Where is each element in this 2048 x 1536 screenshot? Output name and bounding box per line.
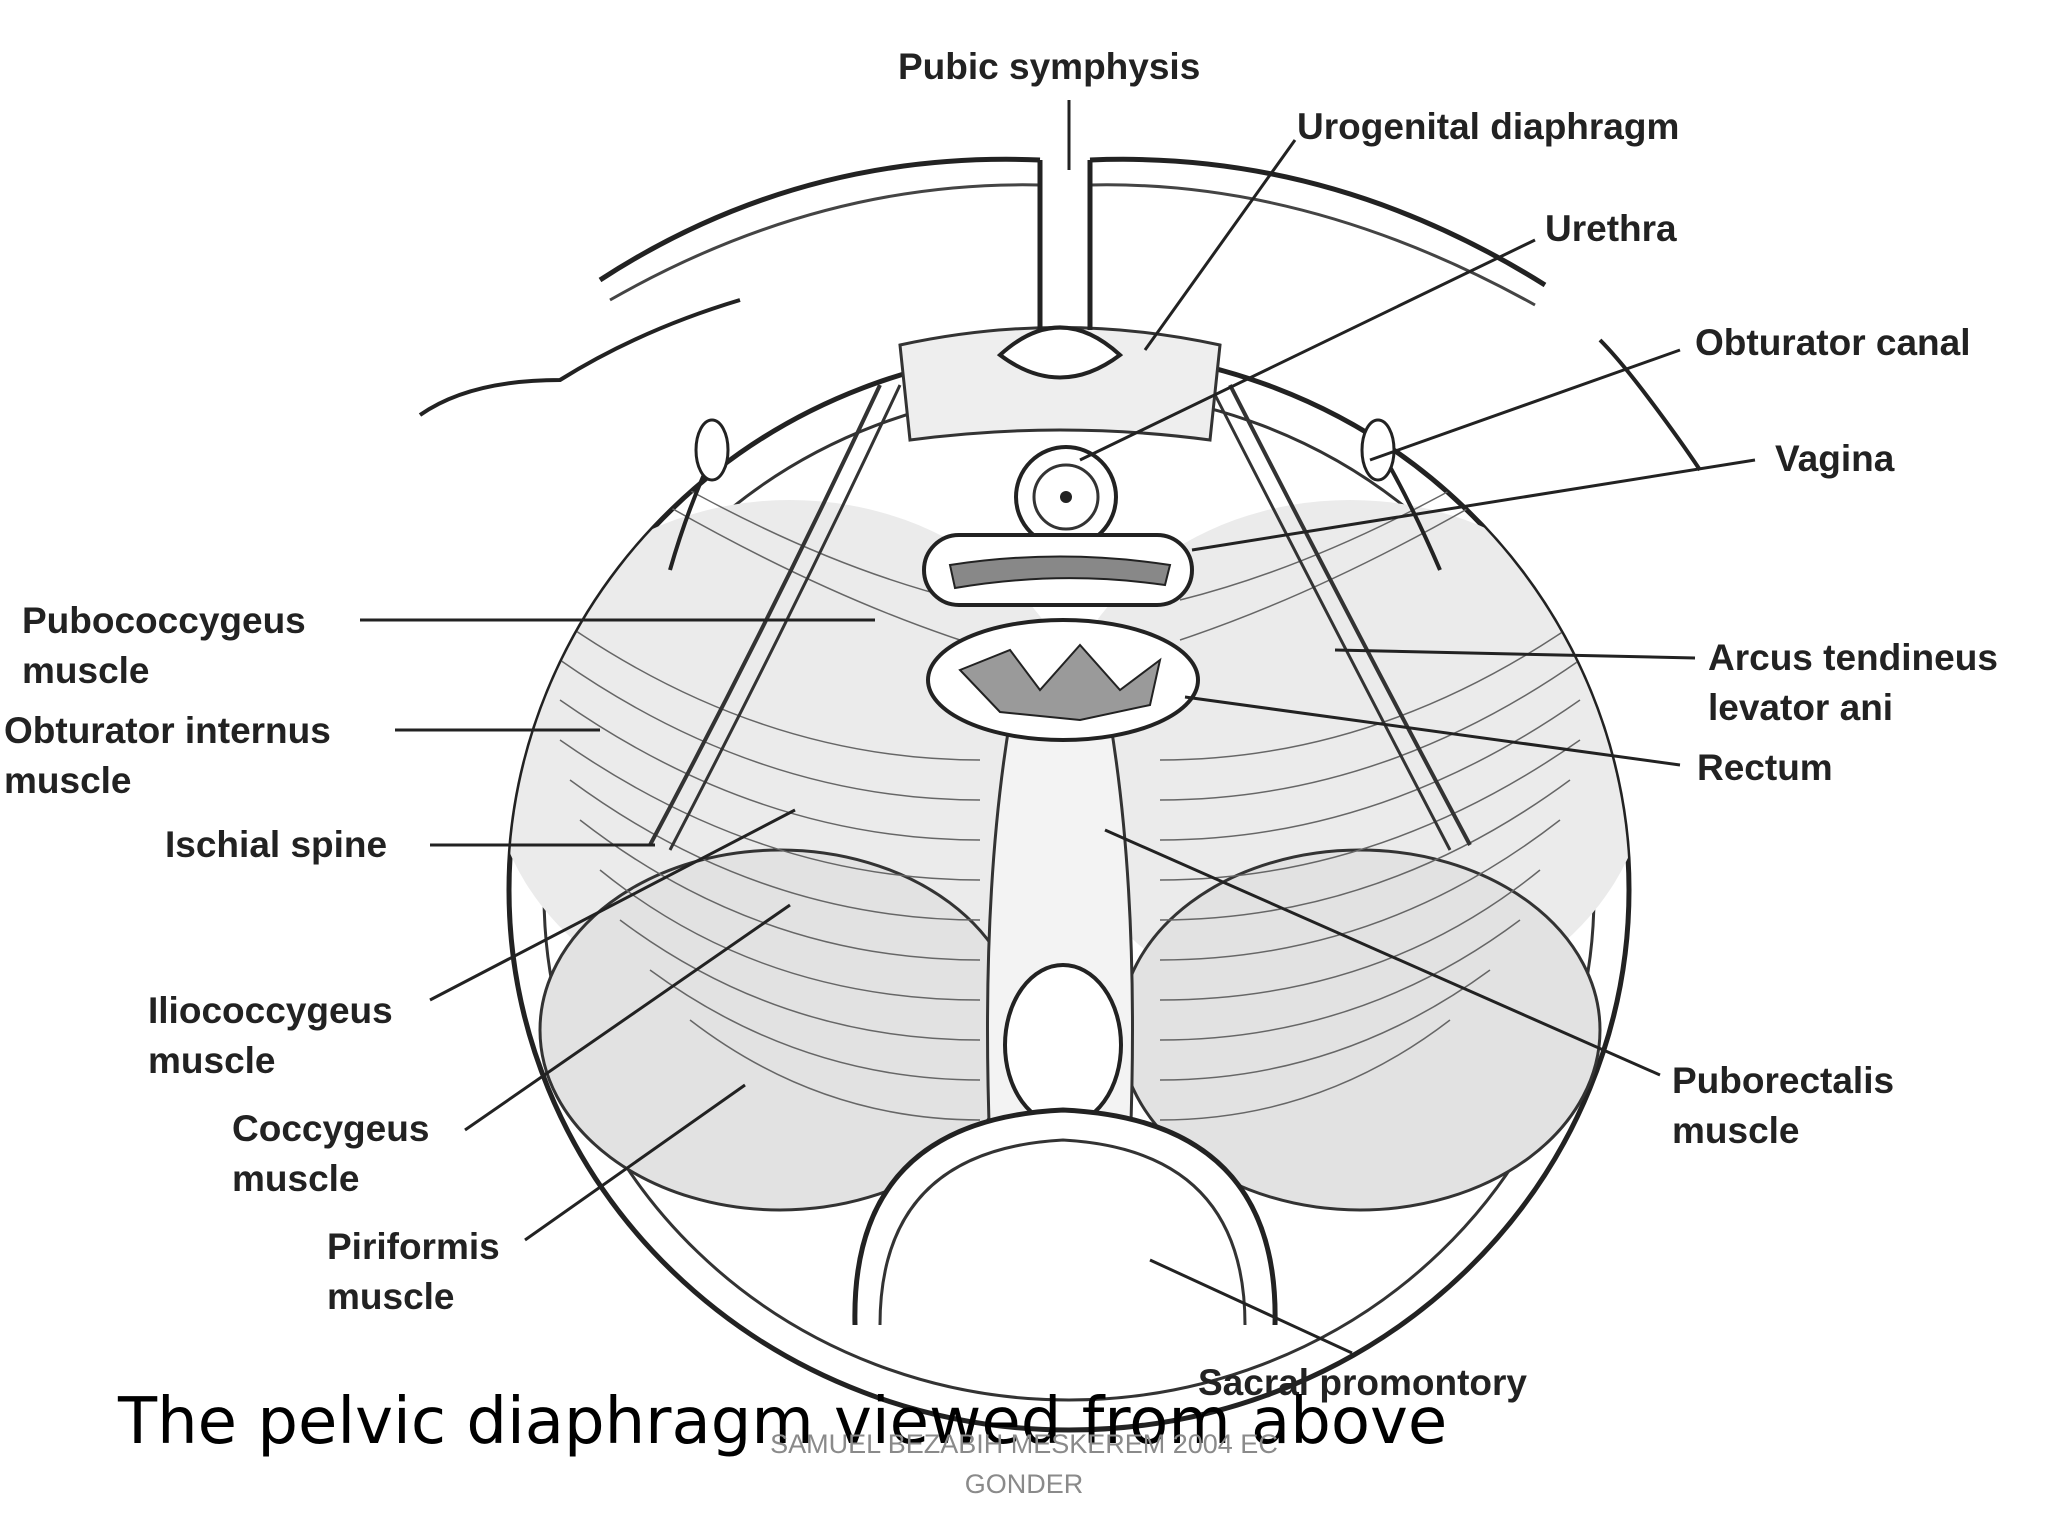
arcus-tendineus-right <box>1228 384 1472 846</box>
label-vagina: Vagina <box>1775 438 1895 479</box>
pubic-bone-left <box>598 156 1041 283</box>
sacrum <box>852 1107 1278 1326</box>
coccyx-opening <box>1003 963 1123 1127</box>
label-rectum: Rectum <box>1697 747 1833 788</box>
label-urethra: Urethra <box>1545 208 1677 249</box>
slide-footer: SAMUEL BEZABIH MESKEREM 2004 EC GONDER <box>724 1424 1324 1504</box>
urethra <box>1014 445 1118 549</box>
label-pubic-symphysis: Pubic symphysis <box>898 46 1201 87</box>
footer-line-1: SAMUEL BEZABIH MESKEREM 2004 EC <box>770 1429 1278 1459</box>
urogenital-diaphragm <box>898 326 1222 442</box>
label-piriformis: Piriformis muscle <box>327 1226 500 1317</box>
rectum <box>926 618 1200 742</box>
slide-caption: The pelvic diaphragm viewed from above <box>118 1385 1448 1459</box>
label-urogenital-diaphragm: Urogenital diaphragm <box>1297 106 1680 147</box>
label-sacral-promontory: Sacral promontory <box>1198 1362 1527 1403</box>
label-coccygeus: Coccygeus muscle <box>232 1108 430 1199</box>
label-ischial-spine: Ischial spine <box>165 824 388 865</box>
arcus-tendineus-left <box>648 384 882 846</box>
label-arcus-tendineus: Arcus tendineus levator ani <box>1708 637 1998 728</box>
label-iliococcygeus: Iliococcygeus muscle <box>148 990 393 1081</box>
pubic-symphysis <box>1037 160 1093 330</box>
leader-lines <box>360 100 1756 1355</box>
iliac-crest-left <box>418 298 741 417</box>
label-puborectalis: Puborectalis muscle <box>1672 1060 1895 1151</box>
label-obturator-internus: Obturator internus muscle <box>4 710 331 801</box>
obturator-canal-left <box>668 418 730 571</box>
iliac-crest-right <box>1598 338 1702 472</box>
symphysis-arch <box>996 325 1124 380</box>
label-obturator-canal: Obturator canal <box>1695 322 1971 363</box>
pubic-bone-right <box>1089 156 1547 288</box>
footer-line-2: GONDER <box>964 1469 1084 1499</box>
label-pubococcygeus: Pubococcygeus muscle <box>22 600 306 691</box>
vagina <box>922 533 1194 607</box>
